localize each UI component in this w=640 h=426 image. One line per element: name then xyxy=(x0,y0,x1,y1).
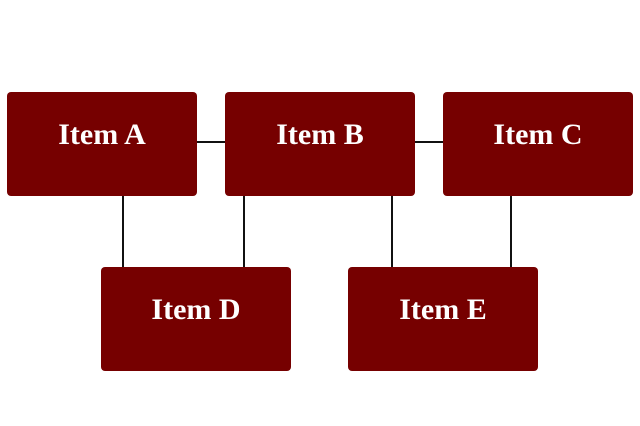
connector-c-e xyxy=(510,196,512,267)
node-label: Item B xyxy=(276,118,364,151)
node-label: Item A xyxy=(58,118,146,151)
connector-a-d xyxy=(122,196,124,267)
node-label: Item E xyxy=(399,293,487,326)
node-item-c: Item C xyxy=(443,92,633,196)
node-item-b: Item B xyxy=(225,92,415,196)
node-item-a: Item A xyxy=(7,92,197,196)
connector-b-c xyxy=(414,141,443,143)
node-item-e: Item E xyxy=(348,267,538,371)
node-item-d: Item D xyxy=(101,267,291,371)
connector-a-b xyxy=(196,141,225,143)
connector-b-d xyxy=(243,196,245,267)
node-label: Item D xyxy=(151,293,241,326)
node-label: Item C xyxy=(493,118,583,151)
connector-b-e xyxy=(391,196,393,267)
